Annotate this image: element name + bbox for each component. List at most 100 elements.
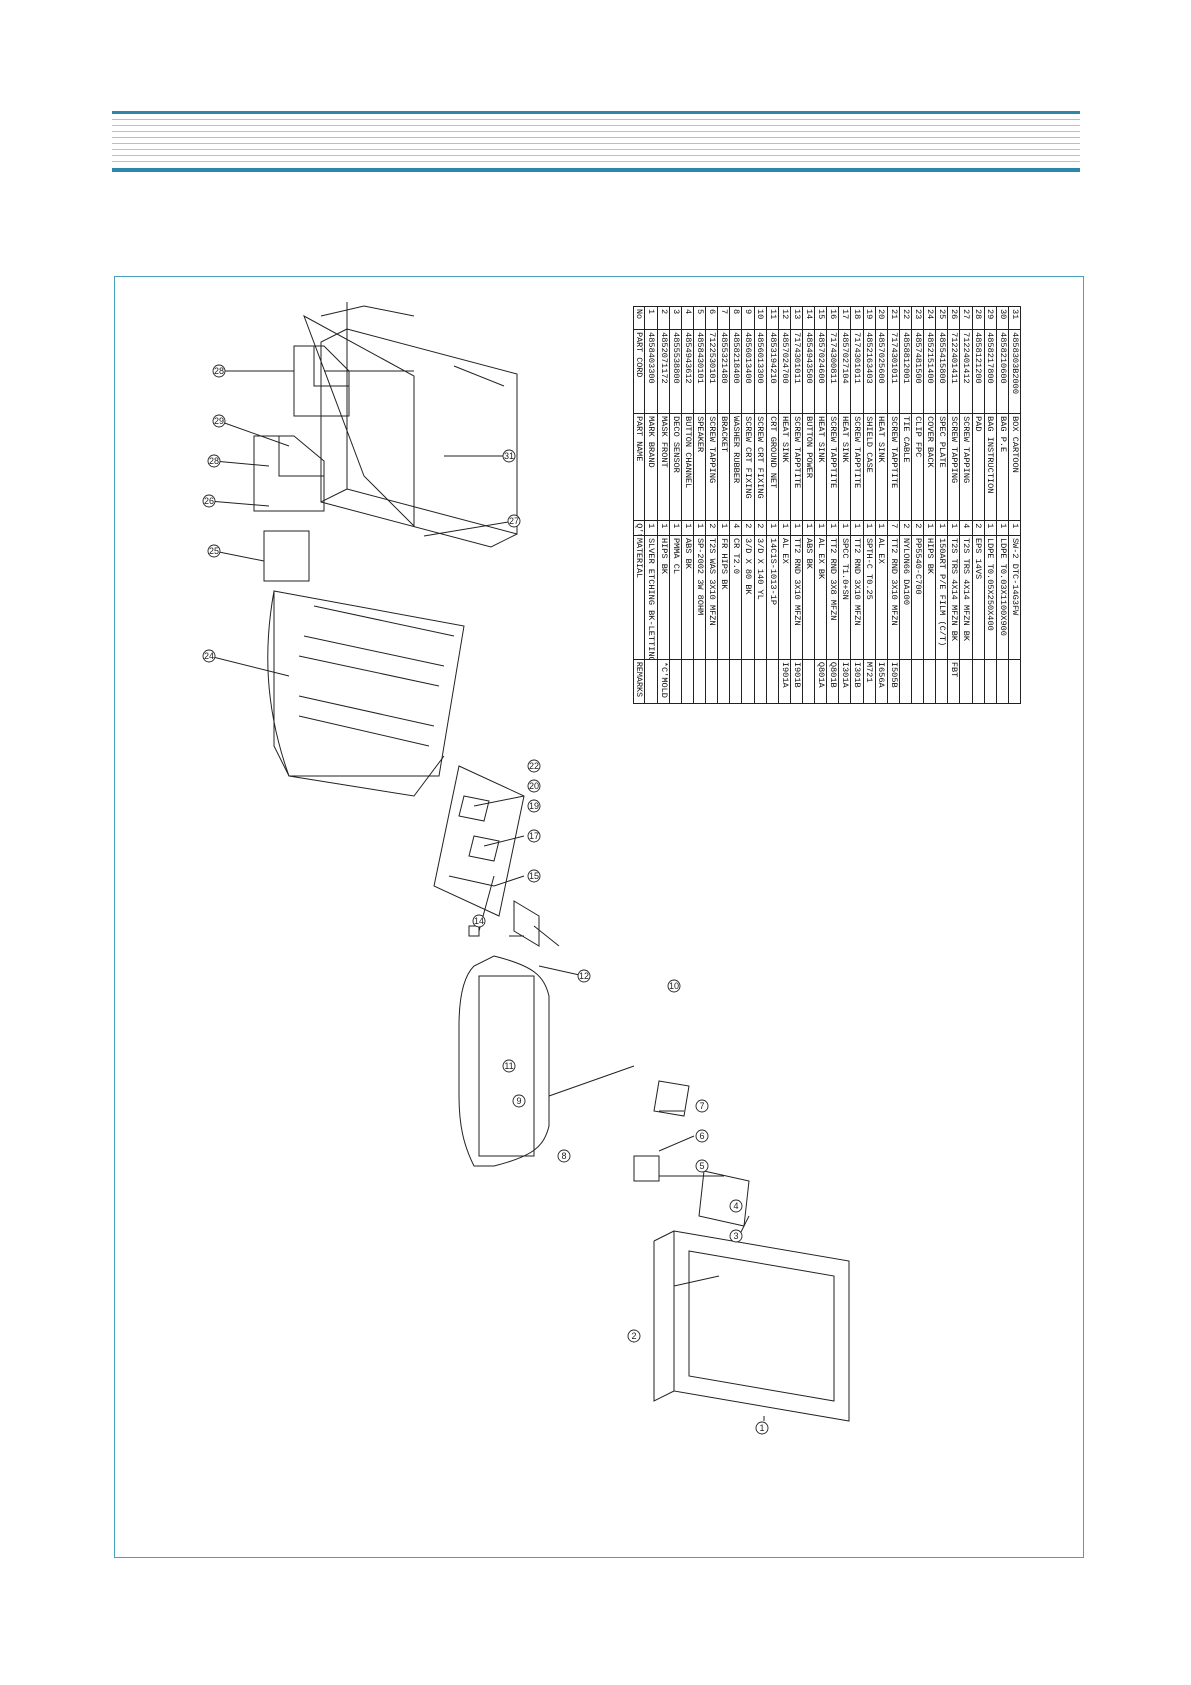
- cell-material: 14C1S-1013-1P: [766, 535, 779, 660]
- cell-part-code: 7174300811: [826, 329, 839, 414]
- cell-remarks: FBT: [947, 659, 960, 704]
- cell-part-code: 4855321480: [717, 329, 730, 414]
- svg-text:10: 10: [669, 981, 679, 991]
- svg-text:3: 3: [733, 1231, 738, 1241]
- cell-no: 24: [923, 306, 936, 330]
- svg-text:29: 29: [214, 416, 224, 426]
- cell-qty: 7: [887, 520, 900, 536]
- cell-material: SW-2 DTC-14G3FW: [1008, 535, 1021, 660]
- svg-text:20: 20: [529, 781, 539, 791]
- cell-no: 10: [754, 306, 767, 330]
- col-header-code: PART CORD: [633, 329, 645, 414]
- cell-part-code: 4858430101: [693, 329, 706, 414]
- cell-part-code: 4858217800: [984, 329, 997, 414]
- cell-material: SPTH-C T0.25: [863, 535, 876, 660]
- cell-part-name: BUTTON CHANNEL: [681, 413, 694, 521]
- cell-no: 27: [959, 306, 973, 330]
- cell-remarks: [754, 659, 767, 704]
- cell-no: 20: [875, 306, 888, 330]
- col-header-qty: Q'ty: [633, 520, 645, 536]
- cell-material: 3/D X 80 BK: [741, 535, 755, 660]
- cell-qty: 2: [911, 520, 924, 536]
- cell-remarks: *C'MOLD: [657, 659, 670, 704]
- parts-table-header-row: No PART CORD PART NAME Q'ty MATERIAL REM…: [633, 306, 645, 704]
- callout-9: 9: [512, 1094, 526, 1108]
- cell-material: TT2 RND 3X10 MFZN: [887, 535, 900, 660]
- cell-material: AL EX: [875, 535, 888, 660]
- cell-part-name: BRACKET: [717, 413, 730, 521]
- cell-qty: 1: [923, 520, 936, 536]
- svg-text:17: 17: [529, 831, 539, 841]
- cell-material: ABS BK: [802, 535, 815, 660]
- cell-part-name: SHIELD CASE: [863, 413, 876, 521]
- cell-no: 9: [741, 306, 755, 330]
- cell-qty: 1: [669, 520, 682, 536]
- cell-no: 22: [899, 306, 912, 330]
- cell-material: FR HIPS BK: [717, 535, 730, 660]
- cell-part-name: HEAT SINK: [838, 413, 851, 521]
- heat-sink-part: [513, 900, 540, 947]
- cell-part-code: 4858303B2000: [1008, 329, 1021, 414]
- svg-text:6: 6: [699, 1131, 704, 1141]
- svg-text:28: 28: [214, 366, 224, 376]
- cell-part-name: SCREW TAPPING: [947, 413, 960, 521]
- col-header-remarks: REMARKS: [633, 659, 645, 704]
- cell-qty: 1: [935, 520, 948, 536]
- cell-no: 26: [947, 306, 960, 330]
- cell-material: NYLON66 DA100: [899, 535, 912, 660]
- button-channel-part: [698, 1170, 750, 1227]
- header-rule-bottom: [112, 168, 1080, 172]
- cell-remarks: [984, 659, 997, 704]
- callout-20-21: 20: [527, 779, 541, 793]
- exploded-view-drawing: 1 2 3 4 5 6 7 8 9 10 11 12 14 15 17 19 2…: [202, 302, 850, 1435]
- speaker-part: [633, 1155, 660, 1182]
- cell-part-code: 4858812001: [899, 329, 912, 414]
- cell-part-code: 4858218400: [729, 329, 742, 414]
- cell-qty: 1: [863, 520, 876, 536]
- cell-part-code: 4858210600: [996, 329, 1009, 414]
- cell-qty: 1: [838, 520, 851, 536]
- callout-31: 31: [502, 449, 516, 463]
- svg-text:2: 2: [631, 1331, 636, 1341]
- cell-remarks: I901A: [778, 659, 791, 704]
- callout-22-23: 22: [527, 759, 541, 773]
- cell-qty: 2: [899, 520, 912, 536]
- cell-part-code: 4852163403: [863, 329, 876, 414]
- cell-qty: 1: [1008, 520, 1021, 536]
- callout-27: 27: [507, 514, 521, 528]
- cell-no: 8: [729, 306, 742, 330]
- svg-text:8: 8: [561, 1151, 566, 1161]
- cell-no: 25: [935, 306, 948, 330]
- callout-17-18: 17: [527, 829, 541, 843]
- cell-no: 19: [863, 306, 876, 330]
- cell-qty: 1: [984, 520, 997, 536]
- cell-material: T2S WAS 3X10 MFZN: [705, 535, 718, 660]
- cell-material: TT2 RND 3X10 MFZN: [850, 535, 864, 660]
- svg-text:11: 11: [504, 1061, 513, 1071]
- cell-remarks: I656A: [875, 659, 888, 704]
- cell-qty: 2: [754, 520, 767, 536]
- callout-11: 11: [502, 1059, 516, 1073]
- back-cover-part: [267, 590, 465, 797]
- cell-part-name: SCREW CRT FIXING: [754, 413, 767, 521]
- cell-material: AL EX BK: [814, 535, 827, 660]
- cell-part-name: HEAT SINK: [778, 413, 791, 521]
- callout-28a: 28: [207, 454, 221, 468]
- cell-no: 14: [802, 306, 815, 330]
- cell-remarks: [1008, 659, 1021, 704]
- cell-part-name: MARK BRAND: [645, 413, 658, 521]
